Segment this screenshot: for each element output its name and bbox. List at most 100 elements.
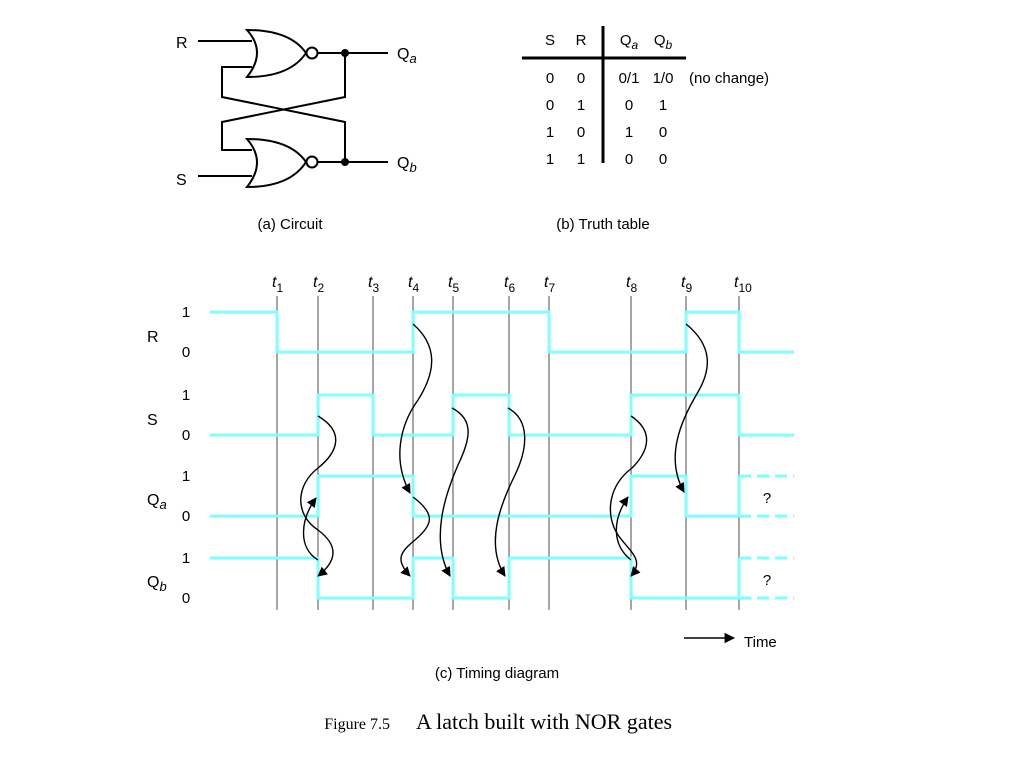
time-label-t10: t10 xyxy=(734,274,752,295)
tt-row-2-r: 0 xyxy=(577,124,585,141)
time-label-index: 8 xyxy=(630,281,637,295)
arrow-r-to-qa-t4 xyxy=(399,323,433,494)
tt-row-3-qb: 0 xyxy=(659,151,667,168)
arrow-s-to-qb-t6 xyxy=(494,407,526,577)
tt-row-3-s: 1 xyxy=(546,151,554,168)
circuit-output-qb-sub: b xyxy=(409,160,416,175)
tt-row-1-s: 0 xyxy=(546,97,554,114)
tt-row-2-qb: 0 xyxy=(659,124,667,141)
tt-row-2-qa: 1 xyxy=(625,124,633,141)
arrow-s-to-qb-t2 xyxy=(300,415,337,577)
feedback-qb-to-top xyxy=(221,66,346,162)
unknown-qa: ? xyxy=(763,490,771,507)
time-label-index: 3 xyxy=(372,281,379,295)
tt-row-2-s: 1 xyxy=(546,124,554,141)
level-label-low: 0 xyxy=(182,590,190,607)
time-label-index: 2 xyxy=(317,281,324,295)
signal-label-base: S xyxy=(147,412,158,429)
tt-row-1-r: 1 xyxy=(577,97,585,114)
figure-title: A latch built with NOR gates xyxy=(416,709,672,734)
time-label-index: 7 xyxy=(548,281,555,295)
circuit-input-r: R xyxy=(176,35,188,52)
waveform-qb xyxy=(210,556,741,600)
truth-table-caption: (b) Truth table xyxy=(556,216,649,233)
circuit xyxy=(198,28,388,189)
tt-row-0-qa: 0/1 xyxy=(619,70,640,87)
time-label-t-letter: t xyxy=(626,274,631,291)
causality-arrows xyxy=(300,323,709,577)
tt-row-0-qb: 1/0 xyxy=(653,70,674,87)
signal-label-sub: b xyxy=(159,579,166,594)
nor-bubble-bottom xyxy=(305,155,319,169)
nor-bubble-top xyxy=(305,46,319,60)
time-label-t-letter: t xyxy=(544,274,549,291)
circuit-caption: (a) Circuit xyxy=(257,216,323,233)
tt-row-0-s: 0 xyxy=(546,70,554,87)
tt-row-0-r: 0 xyxy=(577,70,585,87)
nor-gate-top xyxy=(244,28,308,79)
time-label-t-letter: t xyxy=(448,274,453,291)
circuit-output-qb: Qb xyxy=(397,155,417,175)
time-label-t-letter: t xyxy=(681,274,686,291)
arrow-r-to-qa-t9 xyxy=(674,323,709,493)
circuit-input-s: S xyxy=(176,172,187,189)
th-qb-base: Q xyxy=(654,32,666,49)
arrow-s-to-qb-t5 xyxy=(439,407,469,577)
figure-number: Figure 7.5 xyxy=(324,716,390,733)
signal-label-r: R xyxy=(147,329,159,346)
level-label-high: 1 xyxy=(182,304,190,321)
time-label-t-letter: t xyxy=(734,274,739,291)
time-label-t3: t3 xyxy=(368,274,379,295)
time-axis-label: Time xyxy=(744,634,777,651)
time-label-t6: t6 xyxy=(504,274,515,295)
time-label-index: 1 xyxy=(276,281,283,295)
truth-table: S R Qa Qb 0 0 0/1 1/0 0 1 0 1 1 0 1 0 1 … xyxy=(522,26,769,168)
waveform-s xyxy=(210,393,794,437)
circuit-output-qa-base: Q xyxy=(397,46,409,63)
signal-label-base: R xyxy=(147,329,159,346)
level-label-high: 1 xyxy=(182,387,190,404)
level-label-low: 0 xyxy=(182,427,190,444)
time-label-index: 9 xyxy=(685,281,692,295)
arrow-qa-to-qb-t4 xyxy=(400,496,431,577)
time-label-t-letter: t xyxy=(313,274,318,291)
circuit-output-qa: Qa xyxy=(397,46,417,66)
time-label-index: 5 xyxy=(452,281,459,295)
th-qb: Qb xyxy=(654,32,673,52)
waveforms xyxy=(210,310,794,600)
time-label-t7: t7 xyxy=(544,274,555,295)
signal-label-qa: Qa xyxy=(147,492,167,512)
time-label-t-letter: t xyxy=(368,274,373,291)
level-label-high: 1 xyxy=(182,550,190,567)
time-label-t4: t4 xyxy=(408,274,419,295)
th-qb-sub: b xyxy=(665,38,672,52)
th-qa-base: Q xyxy=(620,32,632,49)
time-label-t-letter: t xyxy=(272,274,277,291)
timing-caption: (c) Timing diagram xyxy=(435,665,559,682)
th-qa-sub: a xyxy=(631,38,638,52)
time-label-index: 4 xyxy=(412,281,419,295)
waveform-qa xyxy=(210,474,741,518)
signal-label-s: S xyxy=(147,412,158,429)
circuit-output-qb-base: Q xyxy=(397,155,409,172)
tt-row-0-note: (no change) xyxy=(689,70,769,87)
time-label-t5: t5 xyxy=(448,274,459,295)
waveform-r xyxy=(210,310,794,354)
time-label-t-letter: t xyxy=(504,274,509,291)
junction-qa xyxy=(341,49,349,57)
time-label-t1: t1 xyxy=(272,274,283,295)
time-label-index: 6 xyxy=(508,281,515,295)
signal-label-base: Q xyxy=(147,574,159,591)
circuit-output-qa-sub: a xyxy=(409,51,416,66)
level-label-low: 0 xyxy=(182,508,190,525)
signal-label-qb: Qb xyxy=(147,574,167,594)
arrow-qb-to-qa-t1 xyxy=(302,497,319,561)
nor-gate-bottom xyxy=(244,137,308,189)
time-label-t2: t2 xyxy=(313,274,324,295)
signal-label-base: Q xyxy=(147,492,159,509)
level-label-low: 0 xyxy=(182,344,190,361)
tt-row-1-qa: 0 xyxy=(625,97,633,114)
